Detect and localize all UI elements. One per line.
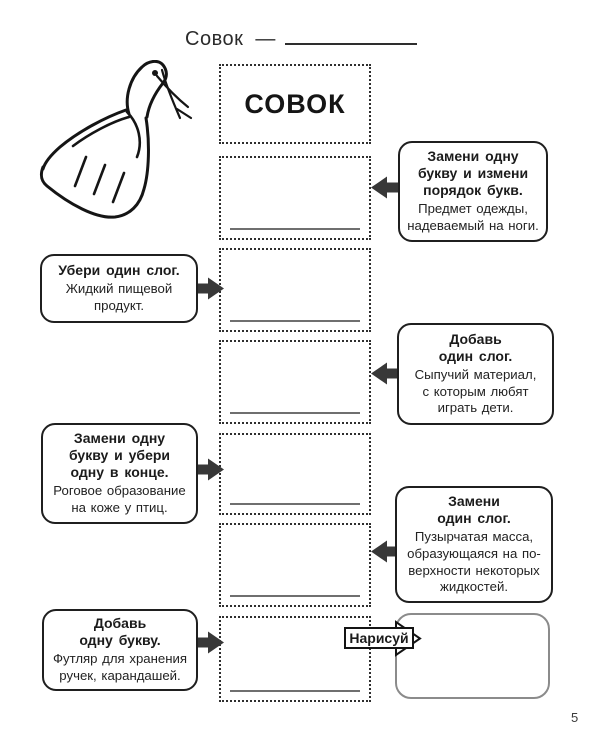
callout-task: Убери один слог. [58, 262, 180, 279]
write-line [230, 320, 360, 322]
answer-box-2 [219, 248, 371, 332]
chain-start-box: СОВОК [219, 64, 371, 144]
write-line [230, 228, 360, 230]
arrow-left-icon [371, 176, 398, 199]
arrow-right-icon [197, 631, 224, 654]
answer-box-4 [219, 433, 371, 515]
callout-task: Замени одну букву и убери одну в конце. [68, 430, 171, 481]
callout-replace-syllable: Замени один слог. Пузырчатая масса, обра… [395, 486, 553, 603]
write-line [230, 595, 360, 597]
callout-replace-letter-remove-end: Замени одну букву и убери одну в конце. … [41, 423, 198, 524]
title-dash: — [255, 28, 276, 50]
title-word: Совок [185, 28, 244, 50]
callout-add-syllable: Добавь один слог. Сыпучий материал, с ко… [397, 323, 554, 425]
answer-box-3 [219, 340, 371, 424]
draw-label: Нарисуй [344, 627, 414, 649]
callout-task: Замени одну букву и измени порядок букв. [417, 148, 529, 199]
answer-box-5 [219, 523, 371, 607]
callout-hint: Сыпучий материал, с которым любят играть… [414, 367, 537, 416]
page-title: Совок — [185, 27, 418, 51]
callout-hint: Жидкий пищевой продукт. [65, 281, 173, 314]
title-answer-blank [285, 27, 418, 45]
arrow-right-icon [197, 277, 224, 300]
arrow-left-icon [371, 362, 398, 385]
callout-remove-syllable: Убери один слог. Жидкий пищевой продукт. [40, 254, 198, 323]
chain-start-word: СОВОК [244, 88, 346, 119]
write-line [230, 412, 360, 414]
callout-replace-letter-reorder: Замени одну букву и измени порядок букв.… [398, 141, 548, 242]
scoop-illustration [39, 60, 193, 219]
drawing-box [395, 613, 550, 699]
callout-hint: Пузырчатая масса, образующаяся на по- ве… [407, 529, 541, 595]
arrow-right-icon [197, 458, 224, 481]
callout-task: Добавь один слог. [438, 330, 513, 365]
arrow-left-icon [371, 540, 398, 563]
callout-task: Добавь одну букву. [79, 615, 161, 649]
write-line [230, 690, 360, 692]
callout-hint: Футляр для хранения ручек, карандашей. [52, 651, 188, 684]
callout-hint: Предмет одежды, надеваемый на ноги. [407, 201, 539, 234]
write-line [230, 503, 360, 505]
callout-add-letter: Добавь одну букву. Футляр для хранения р… [42, 609, 198, 691]
callout-task: Замени один слог. [437, 493, 511, 527]
page-number: 5 [571, 710, 579, 725]
callout-hint: Роговое образование на коже у птиц. [53, 483, 186, 516]
answer-box-1 [219, 156, 371, 240]
